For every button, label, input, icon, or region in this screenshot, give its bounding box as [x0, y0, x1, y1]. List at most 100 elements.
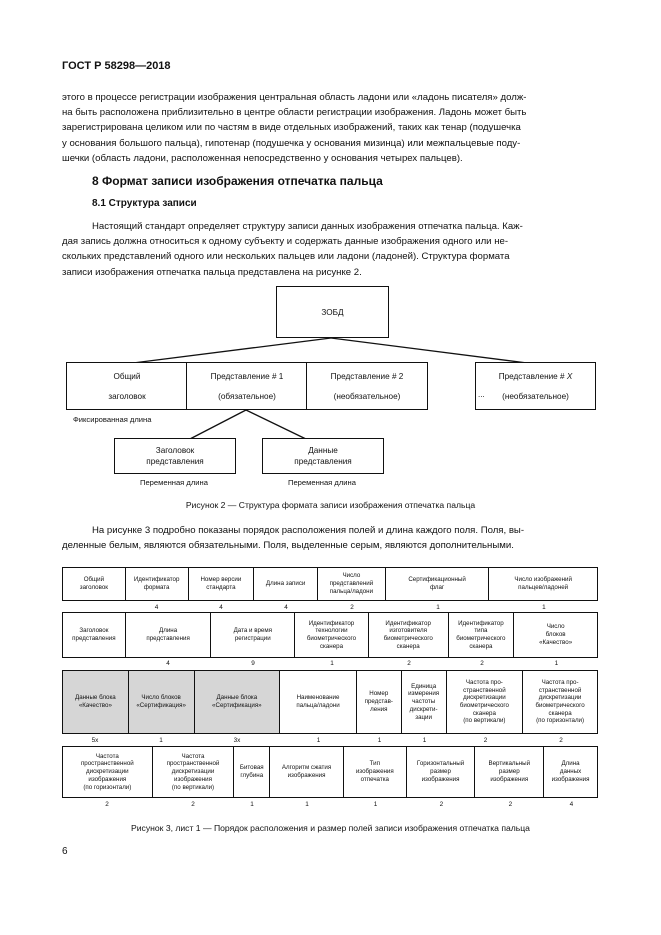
representation-data-box: Данные представления — [262, 438, 384, 474]
field-size: 2 — [508, 801, 513, 808]
field-cell: Единица измерения частоты дискрети- заци… — [402, 671, 447, 733]
field-cell: Наименование пальца/ладони — [280, 671, 357, 733]
field-cell: Число представлений пальца/ладони — [318, 568, 386, 600]
field-size: 1 — [159, 737, 163, 744]
text-line: на быть расположена приблизительно в цен… — [62, 107, 527, 119]
field-cell: Битовая глубина — [234, 747, 271, 797]
field-size: 4 — [569, 801, 574, 808]
text-line: скольких представлений одного или нескол… — [62, 251, 510, 263]
text-line: этого в процессе регистрации изображения… — [62, 92, 527, 103]
field-cell: Идентификатор типа биометрического скане… — [449, 613, 515, 657]
field-size: 5x — [91, 737, 99, 744]
field-size: 1 — [542, 604, 546, 611]
page-number: 6 — [62, 846, 68, 857]
text-line: деленные белым, являются обязательными. … — [62, 540, 514, 552]
field-row: Данные блока «Качество»Число блоков «Сер… — [62, 670, 598, 734]
field-size: 3x — [233, 737, 241, 744]
field-size: 4 — [166, 660, 170, 667]
field-size-row: 5x 1 3x 1 1 1 2 2 — [62, 737, 598, 744]
field-size: 2 — [191, 801, 195, 808]
representation-x-title: Представление # X — [499, 370, 573, 383]
field-cell: Дата и время регистрации — [211, 613, 296, 657]
field-cell: Сертификационный флаг — [386, 568, 490, 600]
representation-header-box: Заголовок представления — [114, 438, 236, 474]
text-line: зарегистрирована целиком или по частям в… — [62, 122, 521, 134]
field-size: 2 — [483, 737, 488, 744]
text-line: шечки (область ладони, расположенная неп… — [62, 152, 463, 164]
field-size: 9 — [251, 660, 255, 667]
rep-header-line: представления — [146, 457, 204, 466]
rep-header-line: Заголовок — [155, 446, 195, 455]
representation-x-box: Представление # X (необязательное) — [475, 362, 596, 410]
general-header-box: Общий заголовок — [66, 362, 188, 410]
field-size — [62, 660, 125, 667]
field-size: 2 — [407, 660, 411, 667]
field-size: 1 — [554, 660, 559, 667]
fixed-length-label: Фиксированная длина — [73, 415, 152, 424]
representation-2-note: (необязательное) — [333, 391, 401, 401]
field-cell: Номер представ- ления — [357, 671, 402, 733]
field-cell: Частота про- странственной дискретизации… — [447, 671, 524, 733]
field-cell: Частота пространственной дискретизации и… — [153, 747, 235, 797]
field-size: 2 — [559, 737, 563, 744]
fields-paragraph: На рисунке 3 подробно показаны порядок р… — [62, 523, 598, 553]
representation-1-title: Представление # 1 — [210, 371, 284, 381]
figure-2-caption: Рисунок 2 — Структура формата записи изо… — [185, 500, 476, 510]
field-cell: Данные блока «Сертификация» — [194, 671, 281, 733]
representation-2-title: Представление # 2 — [330, 371, 404, 381]
field-cell: Общий заголовок — [63, 568, 126, 600]
field-cell: Частота пространственной дискретизации и… — [63, 747, 153, 797]
field-cell: Число блоков «Сертификация» — [128, 671, 195, 733]
structure-paragraph: Настоящий стандарт определяет структуру … — [62, 219, 598, 280]
field-cell: Данные блока «Качество» — [63, 671, 129, 733]
field-size: 1 — [330, 660, 334, 667]
field-cell: Идентификатор формата — [126, 568, 189, 600]
field-cell: Тип изображения отпечатка — [344, 747, 407, 797]
field-size: 2 — [350, 604, 354, 611]
variable-length-label: Переменная длина — [140, 478, 208, 487]
field-cell: Длина записи — [254, 568, 319, 600]
representation-1-box: Представление # 1 (обязательное) — [186, 362, 308, 410]
field-cell: Горизонтальный размер изображения — [407, 747, 476, 797]
field-cell: Номер версии стандарта — [189, 568, 255, 600]
general-header-line: Общий — [113, 371, 141, 381]
field-cell: Идентификатор изготовителя биометрическо… — [369, 613, 449, 657]
field-cell: Число изображений пальцев/ладоней — [514, 576, 572, 591]
field-size: 4 — [154, 604, 159, 611]
field-size — [62, 604, 125, 611]
field-size: 2 — [439, 801, 444, 808]
field-size: 1 — [422, 737, 427, 744]
text-line: На рисунке 3 подробно показаны порядок р… — [92, 525, 525, 536]
field-size: 1 — [377, 737, 382, 744]
field-row: Частота пространственной дискретизации и… — [62, 746, 598, 798]
field-size: 2 — [105, 801, 109, 808]
zobd-label: ЗОБД — [321, 307, 344, 317]
zobd-box: ЗОБД — [276, 286, 389, 338]
figure-3-caption: Рисунок 3, лист 1 — Порядок расположения… — [131, 823, 530, 833]
subsection-title: 8.1 Структура записи — [92, 198, 197, 209]
field-size: 1 — [305, 801, 309, 808]
rep-data-line: представления — [294, 457, 352, 466]
document-header: ГОСТ Р 58298—2018 — [62, 60, 171, 72]
representation-x-variable: X — [566, 371, 573, 381]
field-size: 4 — [219, 604, 223, 611]
field-cell: Идентификатор технологии биометрического… — [295, 613, 369, 657]
figure-2-connectors — [124, 337, 536, 441]
general-header-line: заголовок — [108, 391, 146, 401]
text-line: у основания большого пальца), гипотенар … — [62, 137, 521, 149]
field-size: 2 — [480, 660, 484, 667]
field-size: 1 — [316, 737, 321, 744]
field-cell: Число блоков «Качество» — [539, 623, 573, 646]
field-cell: Вертикальный размер изображения — [475, 747, 545, 797]
field-cell: Частота про- странственной дискретизации… — [535, 678, 585, 725]
field-size-row: 4 9 1 2 2 1 — [62, 660, 598, 667]
field-size: 4 — [284, 604, 288, 611]
variable-length-label: Переменная длина — [288, 478, 356, 487]
representation-x-note: (необязательное) — [502, 391, 569, 401]
rep-data-line: Данные — [308, 446, 338, 455]
text-line: записи изображения отпечатка пальца пред… — [62, 266, 362, 278]
